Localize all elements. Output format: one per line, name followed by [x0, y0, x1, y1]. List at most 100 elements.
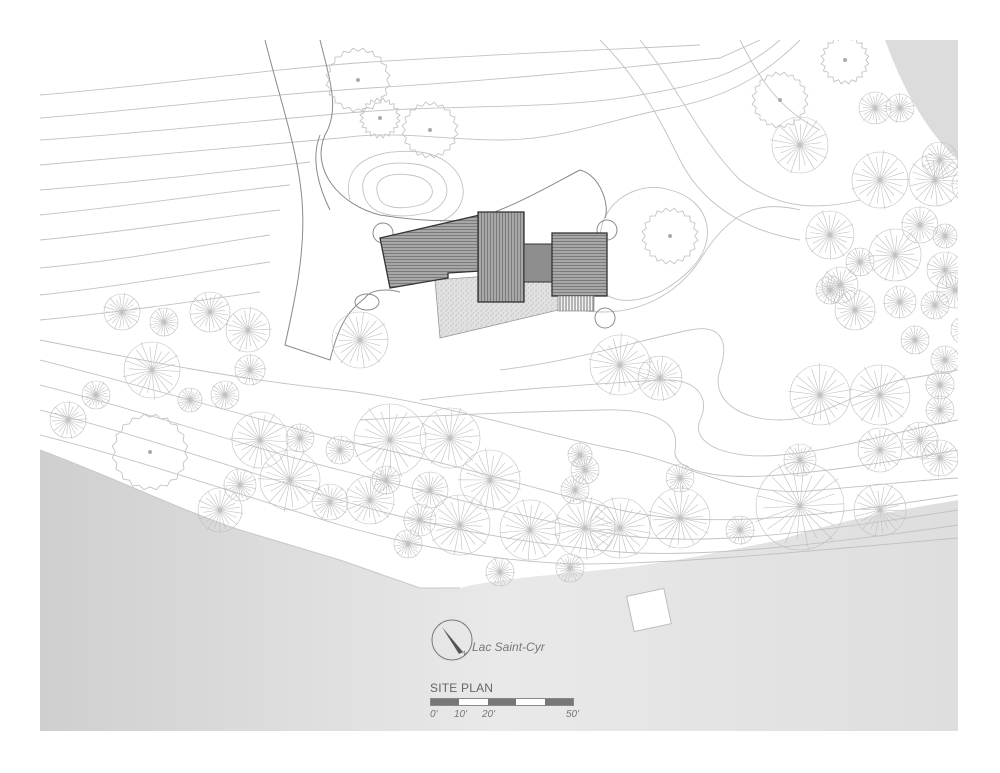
tree-symbol: [858, 91, 892, 125]
drawing-title: SITE PLAN: [430, 681, 494, 695]
svg-text:N: N: [461, 650, 468, 657]
tree-symbol: [901, 421, 939, 459]
scale-segment: [516, 699, 545, 705]
tree-symbol: [230, 411, 289, 470]
tree-symbol: [908, 153, 958, 207]
tree-symbol: [331, 311, 389, 369]
tree-symbol: [411, 471, 449, 509]
scale-tick-label: 50': [566, 709, 580, 720]
deciduous-tree-symbol: [641, 207, 699, 265]
tree-symbol: [857, 427, 903, 473]
tree-symbol: [589, 496, 651, 559]
tree-symbol: [925, 370, 955, 400]
tree-symbol: [920, 290, 950, 320]
tree-symbol: [924, 395, 955, 425]
tree-symbol: [189, 291, 231, 333]
tree-symbol: [926, 251, 958, 290]
tree-symbol: [567, 442, 593, 468]
tree-symbol: [845, 247, 875, 277]
scale-segment: [487, 699, 517, 705]
tree-symbol: [371, 465, 401, 496]
lake-water-ne: [885, 40, 958, 160]
tree-symbol: [853, 483, 907, 538]
tree-symbol: [560, 475, 590, 505]
scale-tick-label: 0': [430, 709, 438, 720]
tree-symbol: [345, 475, 396, 525]
site-plan-drawing: N: [40, 40, 958, 731]
deciduous-tree-symbol: [111, 413, 189, 491]
tree-symbol: [950, 317, 958, 344]
tree-symbol: [257, 448, 321, 512]
tree-symbol: [921, 141, 958, 179]
conifer-trees: [49, 91, 958, 587]
tree-symbol: [457, 448, 521, 512]
tree-symbol: [222, 468, 257, 502]
tree-symbol: [485, 557, 516, 587]
tree-symbol: [49, 400, 88, 439]
tree-symbol: [821, 266, 859, 304]
deciduous-tree-symbol: [325, 47, 391, 113]
tree-symbol: [103, 292, 141, 331]
deck-east: [557, 295, 595, 312]
tree-symbol: [932, 223, 958, 249]
deciduous-tree-symbol: [359, 97, 401, 139]
contour-lines: [40, 40, 958, 565]
tree-symbol: [81, 380, 111, 410]
tree-symbol: [311, 483, 349, 521]
tree-symbol: [849, 364, 911, 426]
roof-link: [523, 243, 554, 283]
tree-symbol: [851, 150, 911, 210]
driveway: [264, 40, 607, 361]
tree-symbol: [804, 210, 855, 260]
tree-symbol: [210, 380, 240, 410]
tree-symbol: [197, 487, 244, 534]
lake-water: [40, 450, 958, 731]
tree-symbol: [325, 435, 355, 465]
tree-symbol: [815, 275, 846, 305]
tree-symbol: [885, 92, 915, 123]
deciduous-trees: [111, 40, 870, 491]
tree-symbol: [393, 529, 423, 559]
tree-symbol: [419, 407, 481, 469]
tree-symbol: [570, 455, 600, 485]
tree-symbol: [900, 205, 939, 244]
tree-symbol: [177, 387, 203, 413]
north-arrow-icon: N: [431, 619, 473, 661]
tree-symbol: [499, 498, 561, 561]
tree-symbol: [122, 341, 181, 400]
tree-symbol: [353, 403, 429, 477]
deciduous-tree-symbol: [751, 71, 809, 129]
tree-symbol: [225, 306, 272, 353]
site-plan-sheet: N Lac Saint-Cyr SITE PLAN 0' 10' 20' 50': [40, 40, 958, 731]
roof-central-wing: [477, 211, 525, 303]
tree-symbol: [648, 485, 711, 549]
scale-bar: [430, 698, 574, 706]
tree-symbol: [950, 171, 958, 199]
tree-symbol: [783, 443, 817, 477]
scale-tick-label: 20': [482, 709, 496, 720]
tree-symbol: [882, 285, 917, 320]
tree-symbol: [770, 116, 829, 174]
scale-segment: [544, 699, 574, 705]
deciduous-tree-symbol: [820, 40, 870, 85]
tree-symbol: [755, 461, 845, 551]
house-building: [379, 211, 608, 339]
scale-tick-label: 10': [454, 709, 468, 720]
tree-symbol: [665, 463, 695, 493]
tree-symbol: [637, 355, 683, 402]
tree-symbol: [788, 362, 852, 426]
tree-symbol: [868, 228, 922, 282]
scale-bar-ticks: 0' 10' 20' 50': [430, 709, 590, 723]
tree-symbol: [553, 496, 618, 561]
tree-symbol: [900, 324, 930, 355]
tree-symbol: [234, 353, 267, 386]
tree-symbol: [725, 515, 756, 545]
tree-symbol: [429, 494, 491, 556]
roof-east-wing: [551, 232, 608, 297]
tree-symbol: [285, 422, 315, 453]
deciduous-tree-symbol: [401, 101, 459, 159]
scale-segment: [459, 699, 488, 705]
lake-label: Lac Saint-Cyr: [472, 640, 545, 654]
tree-symbol: [588, 332, 652, 396]
tree-symbol: [930, 345, 958, 375]
